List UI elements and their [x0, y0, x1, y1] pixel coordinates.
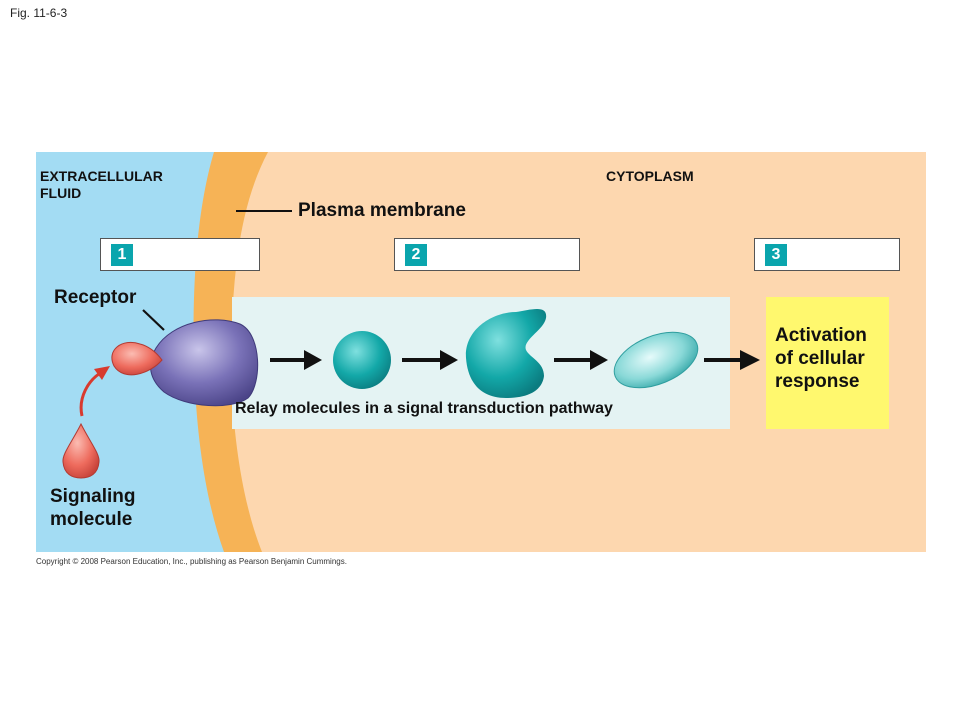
signaling-molecule-label: Signaling molecule: [50, 486, 136, 530]
relay-label: Relay molecules in a signal transduction…: [235, 400, 613, 417]
extracellular-label: EXTRACELLULAR FLUID: [40, 168, 163, 201]
signal-transduction-diagram: EXTRACELLULAR FLUID CYTOPLASM Plasma mem…: [36, 152, 926, 552]
membrane-label: Plasma membrane: [298, 200, 466, 221]
step-number-1: 1: [111, 244, 133, 266]
step-number-2: 2: [405, 244, 427, 266]
step-box-3: 3: [754, 238, 900, 271]
cytoplasm-label: CYTOPLASM: [606, 168, 694, 184]
figure-label: Fig. 11-6-3: [10, 6, 68, 20]
step-number-3: 3: [765, 244, 787, 266]
receptor-label: Receptor: [54, 287, 137, 308]
step-box-2: 2: [394, 238, 580, 271]
activation-label: Activation of cellular response: [775, 325, 867, 392]
copyright-notice: Copyright © 2008 Pearson Education, Inc.…: [36, 557, 347, 566]
step-box-1: 1: [100, 238, 260, 271]
membrane-leader-line: [236, 210, 292, 212]
activation-panel: [766, 297, 889, 429]
